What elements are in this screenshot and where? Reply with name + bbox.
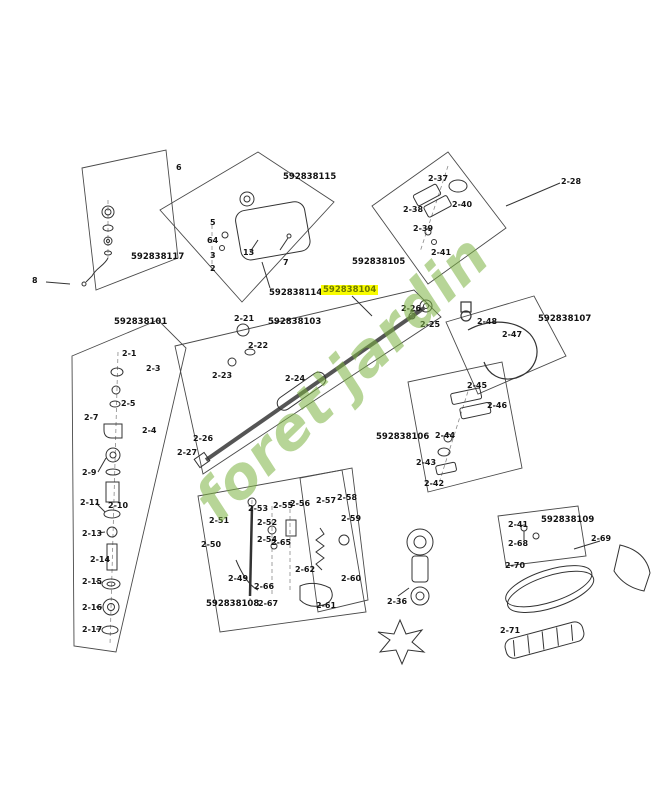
assembly-number-label: 592838101 (114, 317, 168, 327)
part-callout-label: 2-11 (80, 498, 101, 507)
part-callout-label: 2-38 (403, 205, 424, 214)
part-callout-label: 2-58 (337, 493, 358, 502)
part-callout-label: 2-56 (290, 499, 311, 508)
part-callout-label: 2-23 (212, 371, 233, 380)
part-callout-label: 2-39 (413, 224, 434, 233)
part-callout-label: 2-41 (431, 248, 452, 257)
part-callout-label: 2-61 (316, 601, 337, 610)
part-callout-label: 2-60 (341, 574, 362, 583)
blade-guard (504, 524, 651, 659)
part-callout-label: 2-10 (108, 501, 129, 510)
assembly-number-label: 592838109 (541, 515, 595, 525)
part-callout-label: 2-41 (508, 520, 529, 529)
part-callout-label: 2-44 (435, 431, 456, 440)
part-callout-label: 2-70 (505, 561, 526, 570)
part-callout-label: 2-24 (285, 374, 306, 383)
assembly-number-label: 592838107 (538, 314, 592, 324)
part-callout-label: 2-66 (254, 582, 275, 591)
part-callout-label: 2 (210, 264, 216, 273)
part-callout-label: 2-48 (477, 317, 498, 326)
fuel-tank (219, 191, 311, 289)
throttle-parts (235, 497, 350, 607)
part-callout-label: 2-51 (209, 516, 230, 525)
handle-bar (460, 301, 538, 380)
part-callout-label: 2-69 (591, 534, 612, 543)
part-callout-label: 2-62 (295, 565, 316, 574)
assembly-number-label: 592838115 (283, 172, 337, 182)
part-callout-label: 2-16 (82, 603, 103, 612)
part-callout-label: 2-14 (90, 555, 111, 564)
part-callout-label: 2-7 (84, 413, 99, 422)
part-callout-label: 2-13 (82, 529, 103, 538)
part-callout-label: 2-65 (271, 538, 292, 547)
part-callout-label: 2-9 (82, 468, 97, 477)
part-callout-label: 2-3 (146, 364, 161, 373)
part-callout-label: 2-67 (258, 599, 279, 608)
part-callout-label: 5 (210, 218, 216, 227)
part-callout-label: 2-21 (234, 314, 255, 323)
part-callout-label: 2-17 (82, 625, 103, 634)
part-callout-label: 2-57 (316, 496, 337, 505)
part-callout-label: 2-25 (420, 320, 441, 329)
assembly-number-label: 592838117 (131, 252, 185, 262)
part-callout-label: 7 (283, 258, 289, 267)
part-callout-label: 3 (210, 251, 216, 260)
part-callout-label: 2-4 (142, 426, 157, 435)
part-callout-label: 8 (32, 276, 38, 285)
part-callout-label: 2-54 (257, 535, 278, 544)
assembly-number-label: 592838103 (268, 317, 322, 327)
part-callout-label: 2-50 (201, 540, 222, 549)
assembly-number-label: 592838105 (352, 257, 406, 267)
cutting-head (377, 528, 434, 666)
part-callout-label: 2-36 (387, 597, 408, 606)
clamp-parts (412, 179, 561, 245)
hardware-stack (45, 205, 115, 287)
mount-brackets (435, 387, 492, 476)
part-callout-label: 2-55 (273, 501, 294, 510)
part-callout-label: 64 (207, 236, 219, 245)
part-callout-label: 2-42 (424, 479, 445, 488)
part-callout-label: 2-45 (467, 381, 488, 390)
part-callout-label: 2-53 (248, 504, 269, 513)
part-callout-label: 2-49 (228, 574, 249, 583)
gear-head-stack (95, 367, 124, 635)
part-callout-label: 6 (176, 163, 182, 172)
part-callout-label: 13 (243, 248, 255, 257)
assembly-number-label: 592838106 (376, 432, 430, 442)
part-callout-label: 2-40 (452, 200, 473, 209)
part-callout-label: 2-47 (502, 330, 523, 339)
part-callout-label: 2-43 (416, 458, 437, 467)
part-callout-label: 2-26 (193, 434, 214, 443)
drive-shaft (193, 295, 433, 469)
part-callout-label: 2-15 (82, 577, 103, 586)
part-callout-label: 2-5 (121, 399, 136, 408)
part-callout-label: 2-27 (177, 448, 198, 457)
part-callout-label: 2-59 (341, 514, 362, 523)
assembly-number-label-highlighted: 592838104 (321, 285, 379, 295)
part-callout-label: 2-52 (257, 518, 278, 527)
assembly-number-label: 592838108 (206, 599, 260, 609)
part-callout-label: 2-1 (122, 349, 137, 358)
part-callout-label: 2-46 (487, 401, 508, 410)
part-callout-label: 2-37 (428, 174, 449, 183)
part-callout-label: 2-22 (248, 341, 269, 350)
part-callout-label: 2-71 (500, 626, 521, 635)
assembly-number-label: 592838114 (269, 288, 323, 298)
part-callout-label: 2-26 (401, 304, 422, 313)
part-callout-label: 2-28 (561, 177, 582, 186)
part-callout-label: 2-68 (508, 539, 529, 548)
